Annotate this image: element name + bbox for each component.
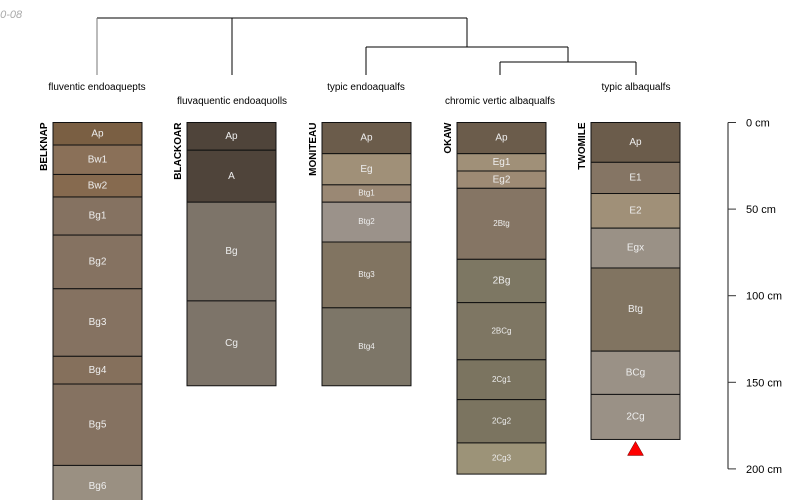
depth-axis: 0 cm 50 cm 100 cm 150 cm 200 cm bbox=[727, 118, 782, 476]
horizon-label: Ap bbox=[360, 133, 373, 144]
taxon-label: fluventic endoaquepts bbox=[48, 82, 145, 93]
horizon-label: Btg bbox=[628, 304, 643, 315]
horizon-label: Ap bbox=[629, 137, 642, 148]
horizon bbox=[186, 122, 277, 151]
axis-tick-label: 200 cm bbox=[746, 464, 782, 476]
profile-id: BLACKOAR bbox=[173, 122, 184, 180]
taxon-label: fluvaquentic endoaquolls bbox=[177, 96, 287, 107]
horizon bbox=[321, 122, 412, 155]
axis-tick-label: 100 cm bbox=[746, 291, 782, 303]
horizon-label: Eg2 bbox=[493, 174, 511, 185]
dendrogram bbox=[96, 17, 637, 75]
horizon bbox=[456, 399, 547, 444]
profile-id: BELKNAP bbox=[39, 122, 50, 171]
horizon-label: 2BCg bbox=[491, 326, 511, 335]
horizon-label: E2 bbox=[629, 205, 642, 216]
horizon-label: Ap bbox=[91, 128, 104, 139]
horizon bbox=[590, 122, 681, 163]
horizon-label: Eg bbox=[360, 164, 372, 175]
horizon-label: Bw2 bbox=[88, 180, 108, 191]
horizon bbox=[456, 258, 547, 304]
taxon-label: chromic vertic albaqualfs bbox=[445, 96, 555, 107]
taxon-label: typic endoaqualfs bbox=[327, 82, 405, 93]
horizon-label: Bg2 bbox=[89, 257, 107, 268]
horizon bbox=[456, 122, 547, 155]
horizon-label: Cg bbox=[225, 338, 238, 349]
horizon-label: Eg1 bbox=[493, 157, 511, 168]
horizon-label: Egx bbox=[627, 243, 644, 254]
horizon-label: Bg bbox=[225, 246, 237, 257]
profile-id: MONITEAU bbox=[308, 123, 319, 176]
horizon-label: BCg bbox=[626, 367, 645, 378]
horizon bbox=[456, 442, 547, 475]
profile-id: OKAW bbox=[443, 122, 454, 154]
horizon bbox=[186, 300, 277, 387]
horizon bbox=[186, 149, 277, 203]
horizon bbox=[186, 201, 277, 302]
horizon bbox=[590, 193, 681, 229]
horizon-label: Btg4 bbox=[358, 342, 375, 351]
horizon-label: Bw1 bbox=[88, 154, 108, 165]
axis-tick-label: 50 cm bbox=[746, 204, 776, 216]
date-label: 10-08 bbox=[0, 9, 23, 21]
horizon bbox=[456, 302, 547, 361]
horizon-label: 2Cg bbox=[626, 412, 644, 423]
horizon-label: Ap bbox=[495, 133, 508, 144]
profile-id: TWOMILE bbox=[577, 122, 588, 170]
horizon bbox=[456, 187, 547, 260]
horizon-label: Bg5 bbox=[89, 419, 107, 430]
horizon bbox=[590, 393, 681, 440]
horizon bbox=[321, 153, 412, 186]
horizon-label: Bg4 bbox=[89, 365, 107, 376]
horizon bbox=[321, 201, 412, 243]
horizon bbox=[321, 307, 412, 387]
horizon-label: 2Cg2 bbox=[492, 416, 512, 425]
horizon-label: 2Bg bbox=[493, 276, 511, 287]
horizon-label: Ap bbox=[225, 131, 238, 142]
horizon bbox=[52, 144, 143, 175]
horizon bbox=[52, 355, 143, 385]
horizon-label: 2Cg3 bbox=[492, 454, 512, 463]
triangle-marker-icon bbox=[627, 440, 644, 456]
horizon bbox=[456, 359, 547, 401]
horizon-label: A bbox=[228, 171, 235, 182]
horizon bbox=[590, 161, 681, 195]
horizon-label: Bg6 bbox=[89, 481, 107, 492]
horizon-label: Btg2 bbox=[358, 217, 375, 226]
horizon bbox=[590, 350, 681, 395]
axis-tick-label: 150 cm bbox=[746, 377, 782, 389]
horizon-label: Bg1 bbox=[89, 211, 107, 222]
horizon bbox=[590, 227, 681, 269]
axis-tick-label: 0 cm bbox=[746, 118, 770, 130]
horizon bbox=[52, 383, 143, 466]
taxon-label: typic albaqualfs bbox=[602, 82, 671, 93]
horizon-label: Btg3 bbox=[358, 270, 375, 279]
horizon bbox=[52, 288, 143, 357]
horizon-label: Bg3 bbox=[89, 317, 107, 328]
horizon bbox=[52, 464, 143, 500]
horizon-label: 2Btg bbox=[493, 219, 509, 228]
horizon-label: 2Cg1 bbox=[492, 375, 512, 384]
horizon-label: E1 bbox=[629, 173, 642, 184]
horizon-label: Btg1 bbox=[358, 189, 375, 198]
